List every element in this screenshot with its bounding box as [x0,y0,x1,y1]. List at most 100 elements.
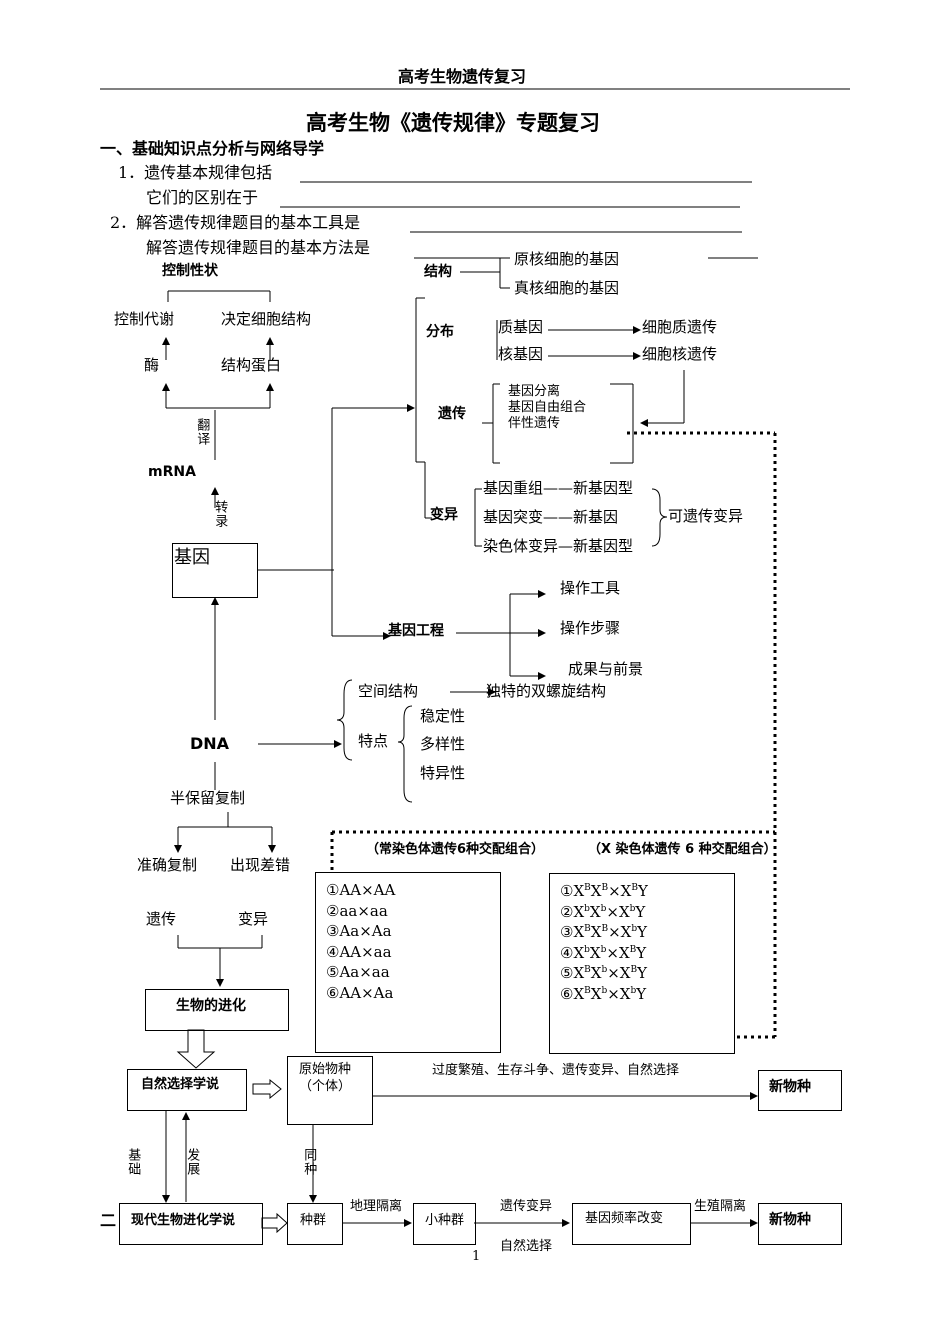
new-species-box-1: 新物种 [758,1070,842,1111]
allele-superscript: b [584,944,590,955]
allele-superscript: B [584,883,591,893]
allele-superscript: b [629,903,636,914]
genotype-part: X [590,882,602,900]
cross-sign: × [606,943,619,962]
node-double-helix: 独特的双螺旋结构 [486,682,607,700]
question-1-line-1: 1．遗传基本规律包括 [118,163,273,182]
node-modern-evolution: 现代生物进化学说 [131,1213,236,1228]
node-gene: 基因 [174,547,210,568]
genotype-part: X [618,902,630,921]
x-combo: ④XbXb×XBY [560,943,648,964]
genotype-part: X [573,902,585,921]
genotype-part: X [573,943,585,962]
node-new-species-2: 新物种 [769,1212,811,1228]
autosomal-combos-list: ①AA×AA ②aa×aa ③Aa×Aa ④AA×aa ⑤Aa×aa ⑥AA×A… [326,880,395,1003]
feature-diversity: 多样性 [420,735,466,753]
variation-mutation: 基因突变——新基因 [483,508,619,526]
allele-superscript: b [600,944,607,955]
node-operation-tools: 操作工具 [560,579,621,597]
genotype-part: X [589,902,601,921]
autosomal-combo: ②aa×aa [326,901,388,920]
genotype-part: Y [636,943,647,962]
cross-sign: × [608,923,621,941]
x-combo: ②XbXb×XbY [560,902,648,923]
x-combos-title: （X 染色体遗传 6 种交配组合） [588,842,777,857]
genotype-part: ④ [560,943,574,962]
autosomal-combo: ④AA×aa [326,942,392,961]
allele-superscript: b [631,924,638,934]
branch-inheritance: 遗传 [438,406,466,422]
allele-superscript: B [584,924,591,934]
allele-superscript: B [584,965,591,975]
genotype-part: ① [560,882,574,900]
autosomal-combo: ③Aa×Aa [326,922,392,940]
genotype-part: X [590,923,602,941]
genotype-part: ⑥ [560,984,574,1003]
genotype-part: X [620,882,632,900]
law-sex-linked: 伴性遗传 [508,416,561,431]
variation-recombination: 基因重组——新基因型 [483,479,634,497]
autosomal-combos-title: （常染色体遗传6种交配组合） [366,842,545,857]
node-operation-steps: 操作步骤 [560,619,621,637]
x-combo: ③XBXB×XbY [560,922,648,943]
node-features: 特点 [358,732,389,750]
node-evolution: 生物的进化 [176,998,246,1014]
genotype-part: X [619,984,631,1003]
branch-distribution: 分布 [426,324,454,340]
label-reproductive-isolation: 生殖隔离 [694,1199,747,1214]
genotype-part: X [573,964,585,982]
genotype-part: Y [637,882,648,900]
branch-structure: 结构 [424,264,452,280]
allele-superscript: B [631,883,638,893]
label-genetic-variation: 遗传变异 [500,1199,553,1214]
genotype-part: ② [560,902,574,921]
node-heredity: 遗传 [146,910,177,928]
genotype-part: X [590,984,602,1003]
genotype-part: X [619,964,631,982]
gene-box: 基因 [172,543,258,598]
x-combo: ⑤XBXb×XBY [560,963,648,984]
autosomal-combo: ⑤Aa×aa [326,963,390,981]
cross-sign: × [607,964,620,982]
x-combo: ⑥XBXb×XbY [560,984,648,1005]
header-title: 高考生物遗传复习 [398,67,527,86]
node-structural-protein: 结构蛋白 [221,356,282,374]
node-accurate-replication: 准确复制 [137,856,198,874]
allele-superscript: b [600,903,607,914]
modern-evolution-box: 现代生物进化学说 [119,1203,263,1245]
evolution-box: 生物的进化 [145,989,289,1031]
label-basis: 基础 [125,1148,141,1176]
new-species-box-2: 新物种 [758,1203,842,1245]
autosomal-combos-box: ①AA×AA ②aa×aa ③Aa×Aa ④AA×aa ⑤Aa×aa ⑥AA×A… [315,872,501,1053]
node-new-species-1: 新物种 [769,1079,811,1095]
node-natural-selection: 自然选择学说 [141,1077,220,1092]
allele-superscript: B [601,924,609,934]
node-cell-structure: 决定细胞结构 [221,310,312,328]
genotype-part: X [620,923,632,941]
section-heading-1: 一、基础知识点分析与网络导学 [100,139,325,158]
population-box: 种群 [287,1203,343,1245]
node-gene-frequency: 基因频率改变 [585,1211,664,1226]
node-semi-conservative: 半保留复制 [170,789,246,807]
node-eukaryotic-gene: 真核细胞的基因 [514,279,620,297]
branch-variation: 变异 [430,507,458,523]
autosomal-combo: ①AA×AA [326,881,396,899]
question-2-line-2: 解答遗传规律题目的基本方法是 [146,238,371,257]
x-combo: ①XBXB×XBY [560,881,648,902]
label-geographic-isolation: 地理隔离 [350,1199,403,1214]
label-same-species: 同种 [301,1148,317,1176]
genotype-part: X [573,923,585,941]
label-development: 发展 [184,1148,200,1176]
small-population-box: 小种群 [413,1203,476,1245]
node-mrna: mRNA [148,464,196,480]
node-replication-error: 出现差错 [230,856,291,874]
label-selection-process: 过度繁殖、生存斗争、遗传变异、自然选择 [432,1063,680,1078]
original-species-box: 原始物种 （个体） [287,1056,373,1125]
feature-stability: 稳定性 [420,707,466,725]
genotype-part: X [573,882,585,900]
allele-superscript: b [584,903,590,914]
